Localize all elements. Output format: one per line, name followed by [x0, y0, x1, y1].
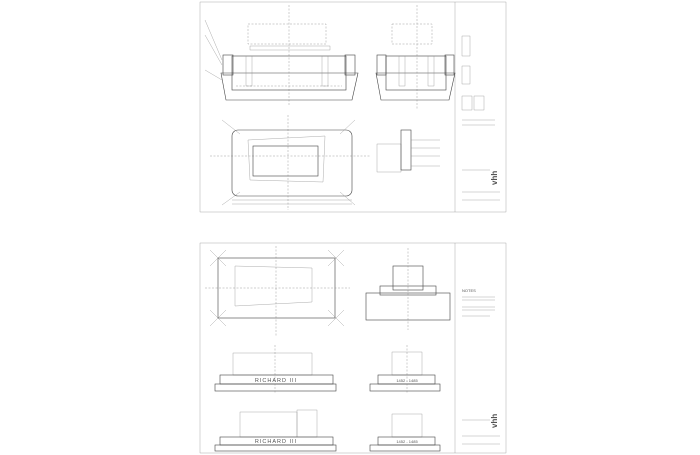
- title-block-2: NOTES vhh: [462, 288, 500, 445]
- sheet-border: [199, 242, 507, 454]
- notes-heading: NOTES: [462, 288, 476, 293]
- logo-vhh-2: vhh: [490, 414, 499, 428]
- section-long-view: [204, 5, 359, 105]
- elevation-short-2: 1452 - 1485: [369, 413, 441, 452]
- elevation-short: 1452 - 1485: [369, 345, 441, 393]
- section-view-2: [365, 248, 451, 330]
- inscription-dates: 1452 - 1485: [396, 378, 418, 383]
- inscription-dates-2: 1452 - 1485: [396, 439, 418, 444]
- logo-vhh: vhh: [490, 171, 499, 185]
- section-short-view: [375, 5, 456, 110]
- title-block-1: vhh: [461, 35, 500, 201]
- plan-view: [210, 115, 370, 210]
- plan-view-2: [205, 246, 350, 336]
- sheet-2: RICHARD III 1452 - 1485 RICHARD III 1452…: [199, 242, 507, 454]
- inscription-name: RICHARD III: [255, 378, 297, 384]
- detail-view: [376, 129, 440, 173]
- inscription-name-2: RICHARD III: [255, 439, 297, 445]
- sheet-1: vhh: [199, 1, 507, 213]
- elevation-long-2: RICHARD III: [214, 409, 337, 452]
- sheet-border: [199, 1, 507, 213]
- elevation-long: RICHARD III: [214, 345, 337, 393]
